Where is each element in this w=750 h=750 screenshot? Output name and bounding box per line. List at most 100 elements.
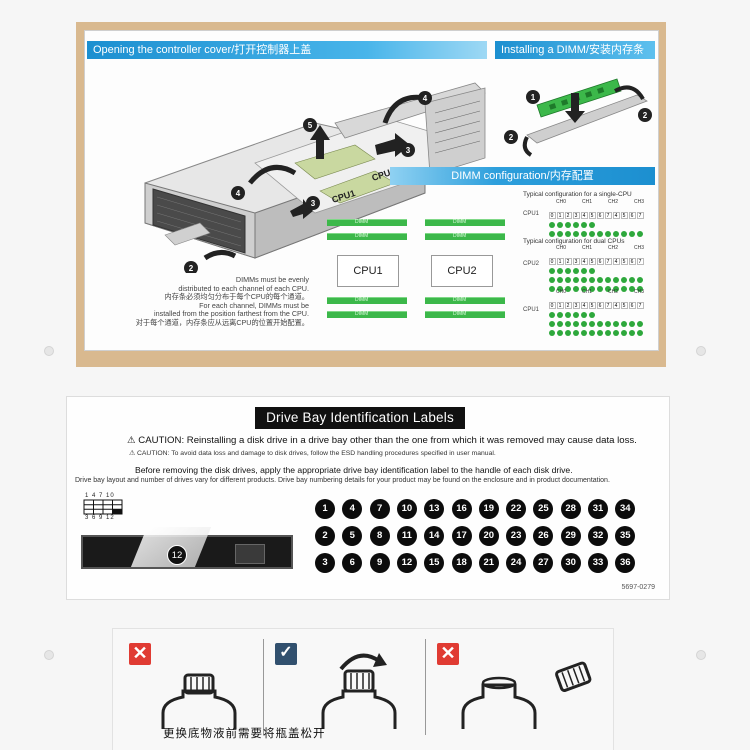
drive-label-title: Drive Bay Identification Labels [255, 407, 465, 429]
slot-number-cell: 6 [628, 302, 636, 310]
populated-slot-dot [589, 320, 595, 327]
wrong-mark-icon: ✕ [129, 643, 151, 665]
installing-dimm-banner: Installing a DIMM/安装内存条 [495, 41, 655, 59]
drive-number-badge: 3 [315, 553, 335, 573]
panel-divider [425, 639, 426, 735]
config-row [548, 262, 596, 274]
drive-number-badge: 19 [478, 499, 499, 519]
caution-main: ⚠ CAUTION: Reinstalling a disk drive in … [127, 435, 637, 446]
populated-slot-dot [589, 329, 595, 336]
slot-number-cell: 7 [636, 258, 644, 266]
populated-slot-dot [573, 267, 579, 274]
populated-slot-dot [589, 285, 595, 292]
drive-bay-label-sheet: Drive Bay Identification Labels ⚠ CAUTIO… [66, 396, 670, 600]
wrong-mark-icon: ✕ [437, 643, 459, 665]
sleeve-hole [44, 346, 54, 356]
populated-slot-dot [613, 285, 619, 292]
slot-number-cell: 6 [596, 212, 604, 220]
drive-number-badge: 15 [424, 553, 445, 573]
bay-layout-note: Drive bay layout and number of drives va… [75, 477, 610, 484]
slot-number-cell: 3 [572, 258, 580, 266]
slot-number-cell: 5 [620, 302, 628, 310]
slot-number-cell: 6 [628, 212, 636, 220]
config-row [548, 225, 644, 237]
bay-grid-diagram: 1 4 7 10 3 6 9 12 [83, 493, 123, 521]
populated-slot-dot [549, 221, 555, 228]
drive-number-badge: 23 [506, 526, 527, 546]
cpu1-box: CPU1 [337, 255, 399, 287]
populated-slot-dot [573, 276, 579, 283]
dual-cpu-config-title: Typical configuration for dual CPUs [523, 238, 625, 245]
config-row [548, 315, 644, 327]
drive-number-badge: 28 [560, 499, 581, 519]
sleeve-hole [696, 650, 706, 660]
note-line: installed from the position farthest fro… [154, 309, 309, 319]
slot-number-cell: 6 [596, 302, 604, 310]
drive-number-badge: 8 [369, 526, 390, 546]
slot-number-cell: 7 [636, 302, 644, 310]
slot-number-cell: 4 [612, 212, 620, 220]
populated-slot-dot [549, 329, 555, 336]
note-line: 对于每个通道，内存条应从远离CPU的位置开始配置。 [135, 317, 309, 327]
cpu2-box: CPU2 [431, 255, 493, 287]
populated-slot-dot [605, 329, 611, 336]
drive-number-badge: 21 [478, 553, 499, 573]
step-badge: 5 [308, 121, 313, 130]
populated-slot-dot [573, 329, 579, 336]
drive-number-badge: 27 [533, 553, 554, 573]
dimm-config-banner: DIMM configuration/内存配置 [390, 167, 655, 185]
note-line: 内存条必须均匀分布于每个CPU的每个通道。 [164, 292, 309, 302]
populated-slot-dot [573, 320, 579, 327]
drive-number-badge: 24 [506, 553, 527, 573]
slot-number-cell: 5 [588, 302, 596, 310]
note-line: distributed to each channel of each CPU. [178, 283, 309, 293]
cpu-label: CPU2 [523, 261, 540, 267]
populated-slot-dot [581, 276, 587, 283]
drive-number-badge: 10 [396, 499, 417, 519]
drive-number-badge: 11 [396, 526, 417, 546]
populated-slot-dot [581, 221, 587, 228]
drive-number-badge: 20 [478, 526, 499, 546]
populated-slot-dot [573, 221, 579, 228]
populated-slot-dot [597, 230, 603, 237]
populated-slot-dot [637, 276, 643, 283]
drive-number-badge: 25 [533, 499, 554, 519]
dimm-notes: DIMMs must be evenly distributed to each… [109, 275, 309, 328]
slot-number-cell: 7 [604, 302, 612, 310]
populated-slot-dot [549, 230, 555, 237]
populated-slot-dot [629, 276, 635, 283]
populated-slot-dot [605, 276, 611, 283]
slot-number-cell: 7 [604, 258, 612, 266]
dimm-step-badge: 2 [643, 111, 648, 120]
dimm-slot: DIMM [327, 233, 407, 240]
populated-slot-dot [589, 276, 595, 283]
slot-number-cell: 0 [548, 212, 556, 220]
populated-slot-dot [613, 276, 619, 283]
slot-number-cell: 3 [572, 302, 580, 310]
slot-number-cell: 3 [572, 212, 580, 220]
populated-slot-dot [589, 267, 595, 274]
handle-slot [235, 544, 265, 564]
populated-slot-dot [605, 230, 611, 237]
populated-slot-dot [573, 285, 579, 292]
populated-slot-dot [557, 221, 563, 228]
before-remove-instruction: Before removing the disk drives, apply t… [135, 465, 573, 475]
populated-slot-dot [637, 285, 643, 292]
populated-slot-dot [565, 329, 571, 336]
caution-sub: ⚠ CAUTION: To avoid data loss and damage… [129, 450, 496, 457]
drive-number-badge: 33 [588, 553, 608, 573]
drive-number-badge: 22 [506, 499, 527, 519]
populated-slot-dot [589, 221, 595, 228]
populated-slot-dot [557, 230, 563, 237]
populated-slot-dot [637, 230, 643, 237]
slot-number-cell: 4 [612, 302, 620, 310]
drive-number-badge: 16 [451, 499, 472, 519]
drive-number-badge: 1 [315, 499, 335, 519]
populated-slot-dot [629, 329, 635, 336]
